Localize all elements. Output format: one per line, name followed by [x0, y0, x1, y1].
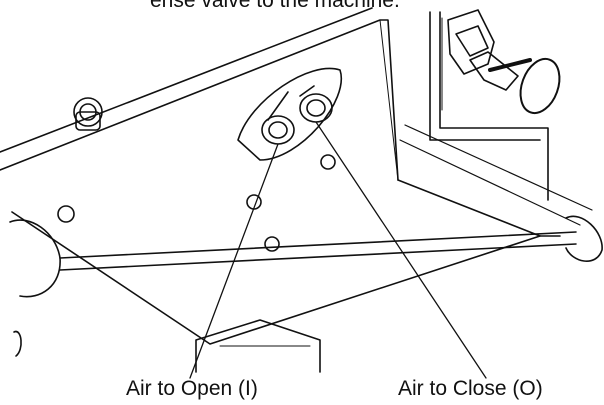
- top-text-fragment: ense valve to the machine.: [150, 0, 400, 12]
- valve-ports: [237, 67, 343, 161]
- bottom-block: [195, 319, 321, 373]
- leader-open: [189, 143, 279, 379]
- side-panel: [399, 11, 593, 226]
- leader-lines: [189, 121, 487, 379]
- label-air-to-close: Air to Close (O): [398, 377, 543, 400]
- housing-outline: [0, 7, 561, 345]
- label-air-to-open: Air to Open (I): [126, 377, 258, 400]
- hose-rod: [9, 215, 603, 357]
- fasteners: [57, 97, 336, 252]
- pressure-fitting: [441, 9, 561, 115]
- leader-close: [315, 121, 487, 379]
